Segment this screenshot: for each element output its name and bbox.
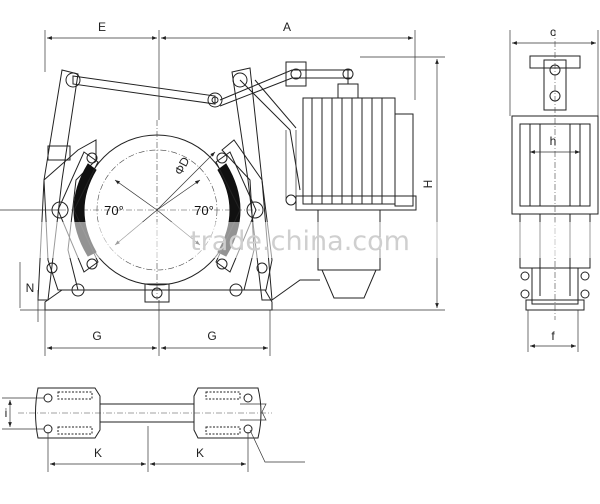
watermark: trade.china.com	[190, 226, 410, 257]
front-dimensions: E A H N G G 70° 70° ΦD	[0, 20, 445, 356]
electro-hydraulic-thruster	[295, 70, 417, 299]
dim-A: A	[283, 20, 291, 34]
angle-left: 70°	[104, 203, 124, 218]
top-link-rod	[72, 75, 216, 105]
front-view	[20, 61, 445, 311]
right-arm-pivot-top	[232, 72, 248, 88]
linkage-dimensions: i K K	[2, 397, 249, 472]
dim-f: f	[551, 329, 555, 343]
dim-G-right: G	[207, 329, 216, 343]
dim-h: h	[550, 134, 557, 148]
dim-c: c	[550, 25, 556, 39]
linkage-detail-view	[18, 387, 305, 463]
dim-H: H	[421, 180, 435, 189]
side-view	[511, 30, 599, 320]
dim-K-left: K	[94, 446, 102, 460]
link-right-end	[193, 387, 262, 439]
dim-i: i	[5, 406, 8, 420]
dim-E: E	[98, 20, 106, 34]
base-center-block	[144, 283, 170, 303]
side-dimensions: c h f	[509, 25, 599, 352]
dim-G-left: G	[92, 329, 101, 343]
angle-right: 70°	[194, 203, 214, 218]
base-plate	[44, 289, 273, 311]
dim-N: N	[26, 281, 35, 295]
left-arm-pivot-top	[65, 72, 81, 88]
dim-D: ΦD	[172, 154, 193, 177]
dim-K-right: K	[196, 446, 204, 460]
